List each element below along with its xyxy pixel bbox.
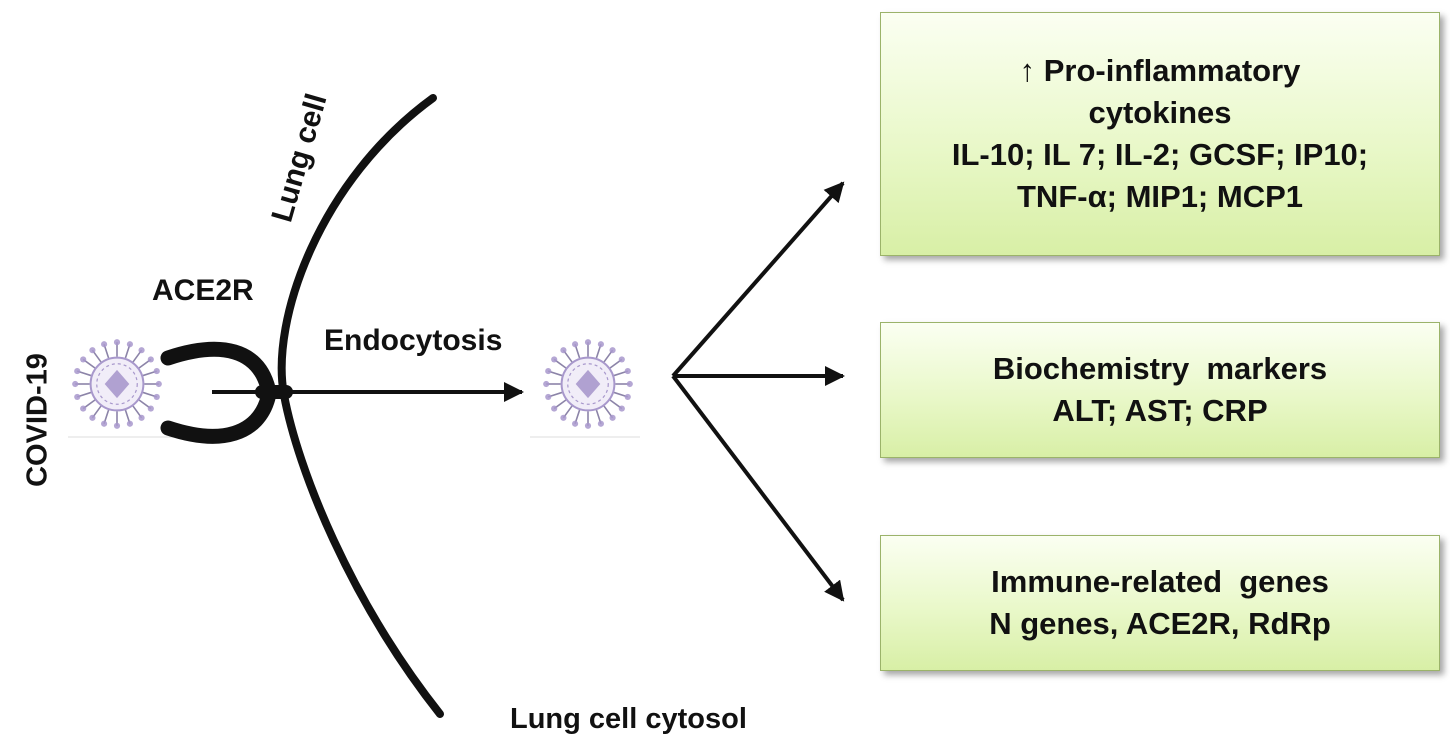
genes-box: Immune-related genes N genes, ACE2R, RdR… — [880, 535, 1440, 671]
cytosol-label: Lung cell cytosol — [510, 703, 747, 735]
biochemistry-items: ALT; AST; CRP — [1052, 393, 1268, 428]
biochemistry-box: Biochemistry markers ALT; AST; CRP — [880, 322, 1440, 458]
genes-title: Immune-related genes — [991, 563, 1329, 599]
cytokines-items-line2: TNF-α; MIP1; MCP1 — [1017, 179, 1303, 215]
genes-items: N genes, ACE2R, RdRp — [989, 606, 1331, 641]
cytokines-title-line1: ↑ Pro-inflammatory — [1019, 52, 1301, 88]
coronavirus-icon — [72, 339, 162, 429]
arrow-to-genes — [671, 374, 845, 602]
arrow-to-cytokines — [671, 181, 845, 378]
cytokines-box: ↑ Pro-inflammatory cytokines IL-10; IL 7… — [880, 12, 1440, 256]
cytokines-title-line2: cytokines — [1088, 94, 1232, 130]
coronavirus-icon — [543, 339, 633, 429]
covid-label: COVID-19 — [21, 353, 54, 487]
cytokines-items-line1: IL-10; IL 7; IL-2; GCSF; IP10; — [951, 137, 1369, 172]
biochemistry-title: Biochemistry markers — [992, 350, 1328, 386]
receptor-label: ACE2R — [152, 274, 254, 307]
endocytosis-label: Endocytosis — [324, 324, 503, 357]
